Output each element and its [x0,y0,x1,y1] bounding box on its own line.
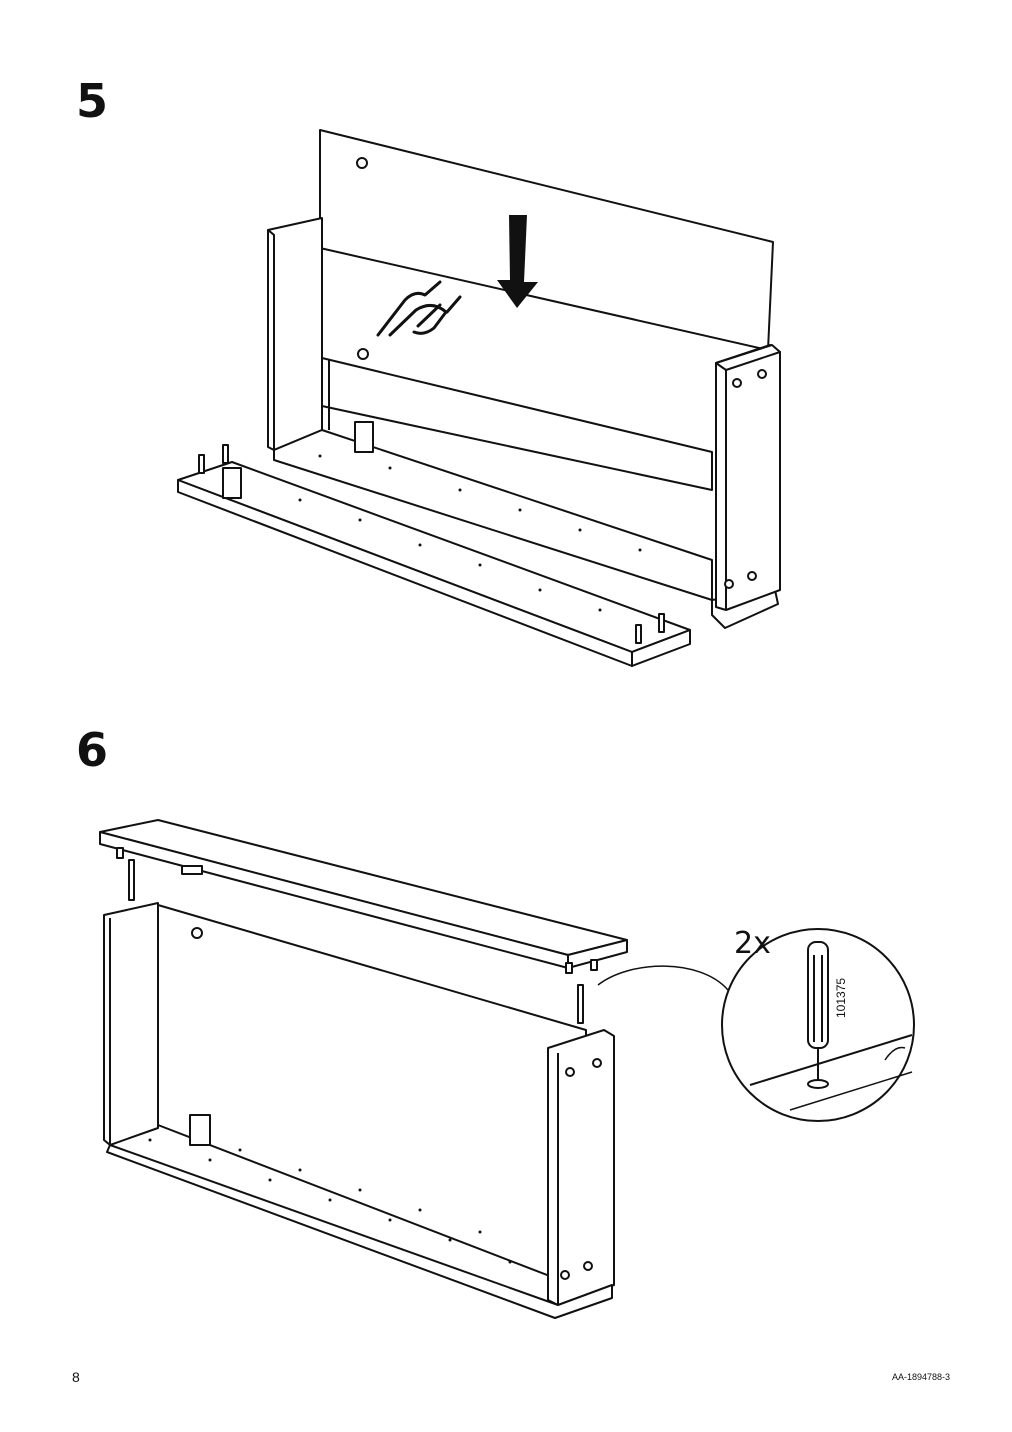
document-code: AA-1894788-3 [891,1372,950,1382]
step-number-5: 5 [76,74,109,128]
quantity-label: 2x [734,926,771,961]
left-side-panel [267,217,323,451]
cabinet-right-side [547,1029,615,1306]
wooden-dowel-icon [807,941,829,1089]
cabinet-bottom [106,1144,613,1319]
step-number-6: 6 [76,723,109,777]
top-board [99,819,628,956]
cabinet-back [157,904,587,1291]
part-number-label: 101375 [834,977,848,1018]
hand-pressing-icon [376,280,462,337]
page-number: 8 [72,1369,80,1385]
down-arrow-icon [497,215,538,308]
back-panel [319,129,774,351]
cabinet-left-side [103,902,159,1146]
base-board [273,429,713,601]
step-5-illustration [177,129,781,667]
